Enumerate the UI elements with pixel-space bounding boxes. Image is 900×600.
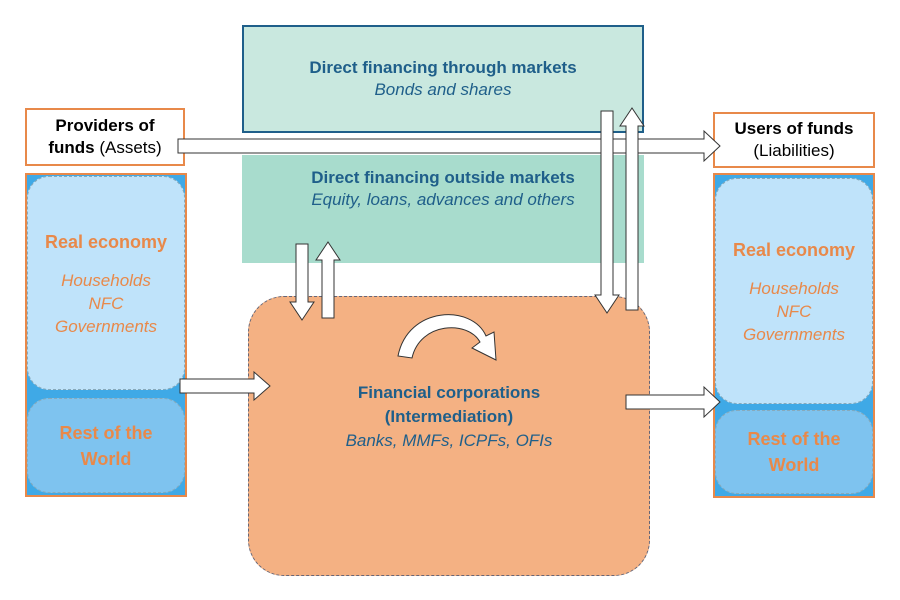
- users-rest-line1: Rest of the: [747, 429, 841, 449]
- fc-subtitle: Banks, MMFs, ICPFs, OFIs: [345, 431, 553, 450]
- users-header: Users of funds (Liabilities): [713, 112, 875, 168]
- providers-item: Governments: [54, 316, 158, 336]
- outside-markets-subtitle: Equity, loans, advances and others: [311, 190, 575, 209]
- users-item: NFC: [776, 301, 812, 321]
- markets-title: Direct financing through markets: [309, 58, 577, 77]
- outside-markets-title: Direct financing outside markets: [311, 168, 575, 187]
- down-arrow-left: [289, 243, 315, 321]
- fc-title-line2: (Intermediation): [384, 407, 514, 426]
- users-rest-line2: World: [768, 455, 820, 475]
- providers-header-bold-2: funds: [48, 138, 95, 157]
- providers-rest-line2: World: [80, 448, 132, 469]
- outside-markets-box: Direct financing outside markets Equity,…: [242, 155, 644, 263]
- users-header-bold: Users of funds: [734, 119, 854, 138]
- down-arrow-right: [594, 110, 620, 314]
- markets-subtitle: Bonds and shares: [374, 80, 512, 99]
- users-rest-of-world: Rest of the World: [715, 410, 873, 494]
- fc-title-line1: Financial corporations: [357, 383, 541, 402]
- users-real-economy-title: Real economy: [732, 239, 856, 260]
- providers-header: Providers of funds (Assets): [25, 108, 185, 166]
- financial-corporations-box: Financial corporations (Intermediation) …: [248, 296, 650, 576]
- users-real-economy: Real economy Households NFC Governments: [715, 178, 873, 404]
- providers-real-economy: Real economy Households NFC Governments: [27, 176, 185, 390]
- providers-header-paren: (Assets): [99, 138, 162, 157]
- providers-rest-of-world: Rest of the World: [27, 398, 185, 493]
- providers-to-fc-arrow: [179, 370, 271, 402]
- up-arrow-left: [315, 241, 341, 319]
- up-arrow-right: [619, 107, 645, 311]
- direct-flow-arrow: [177, 129, 721, 163]
- providers-real-economy-title: Real economy: [44, 231, 168, 252]
- users-header-paren: (Liabilities): [753, 141, 835, 160]
- providers-item: Households: [61, 270, 151, 290]
- providers-item: NFC: [88, 293, 124, 313]
- curved-arrow: [397, 314, 497, 361]
- fc-to-users-arrow: [625, 385, 721, 419]
- providers-header-bold-1: Providers of: [55, 116, 155, 135]
- providers-rest-line1: Rest of the: [59, 422, 153, 443]
- users-item: Households: [749, 278, 839, 298]
- markets-box: Direct financing through markets Bonds a…: [242, 25, 644, 133]
- users-item: Governments: [742, 324, 846, 344]
